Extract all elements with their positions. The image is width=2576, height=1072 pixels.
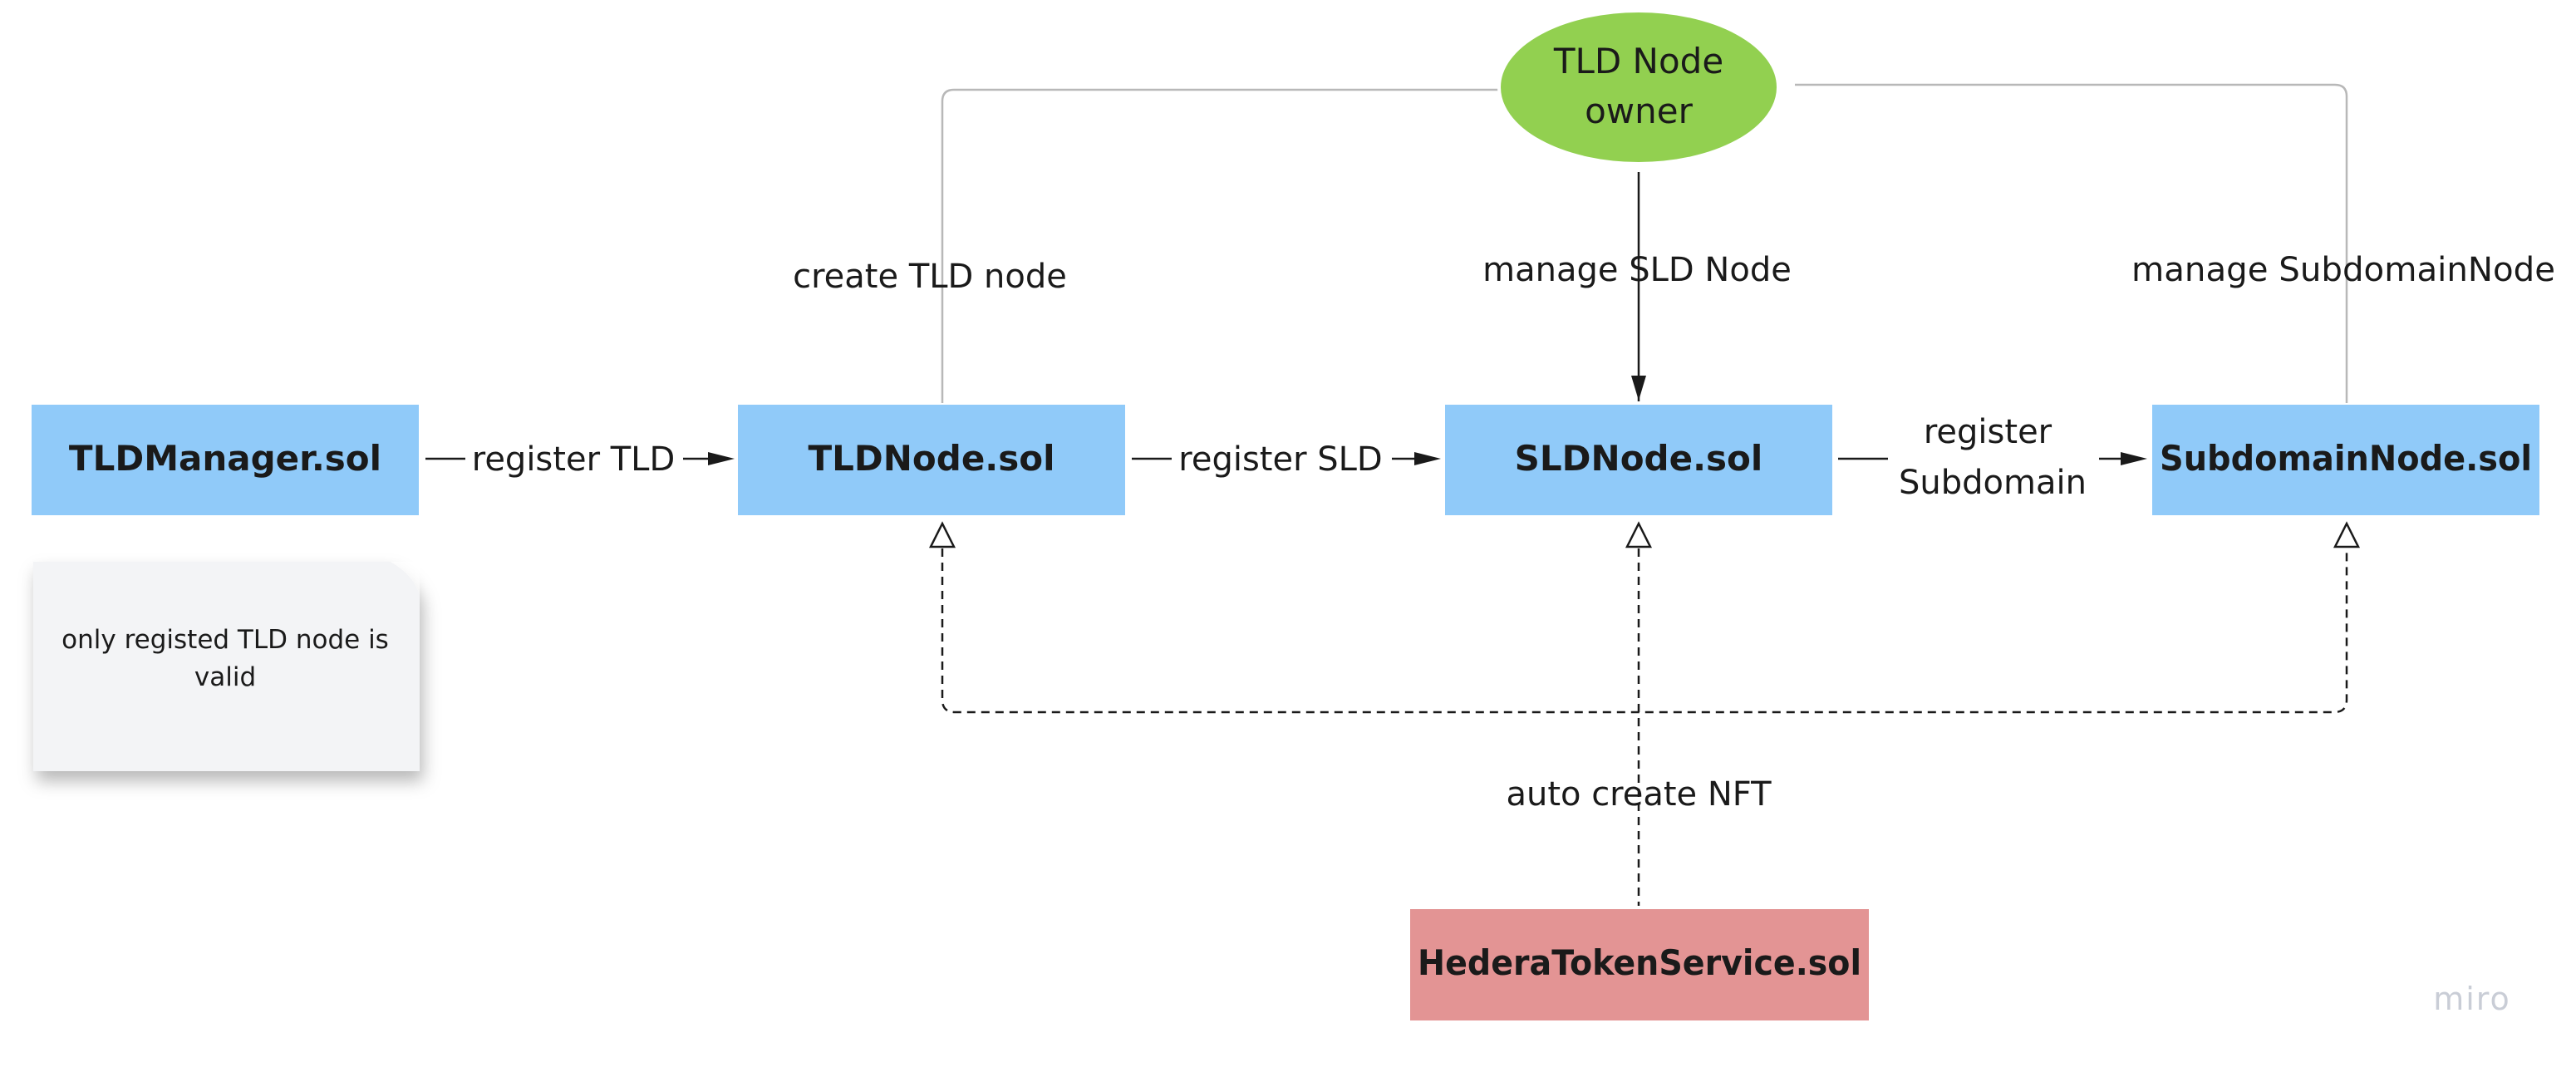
hedera-token-service-node[interactable]: HederaTokenService.sol	[1410, 909, 1869, 1020]
edge-label-auto-create-nft: auto create NFT	[1506, 775, 1772, 814]
edge-label-register-subdomain-line2: Subdomain	[1899, 464, 2087, 502]
edge-label-manage-sld-node: manage SLD Node	[1482, 251, 1792, 289]
inherit-arrowhead-sldnode	[1625, 521, 1653, 548]
edge-label-create-tld-node: create TLD node	[793, 258, 1067, 296]
inherit-arrowhead-subdomainnode	[2333, 521, 2361, 548]
arrowhead-register-subdomain	[2121, 452, 2147, 465]
arrowhead-owner-to-sldnode	[1631, 376, 1646, 401]
edge-label-register-sld: register SLD	[1178, 440, 1382, 479]
tldnode-node[interactable]: TLDNode.sol	[738, 405, 1125, 515]
edge-label-manage-subdomain-node: manage SubdomainNode	[2131, 251, 2555, 289]
arrowhead-register-tld	[708, 452, 735, 465]
connector-owner-to-tldnode	[941, 88, 1521, 403]
miro-logo: miro	[2433, 981, 2511, 1017]
arrowhead-register-sld	[1414, 452, 1441, 465]
sticky-note-line1: only registed TLD node is	[61, 625, 389, 655]
sldnode-label: SLDNode.sol	[1515, 438, 1763, 479]
hedera-token-service-label: HederaTokenService.sol	[1418, 942, 1861, 983]
sticky-note-line2: valid	[194, 662, 256, 692]
tldmanager-label: TLDManager.sol	[69, 438, 381, 479]
sticky-note[interactable]: only registed TLD node is valid	[33, 562, 420, 771]
subdomainnode-label: SubdomainNode.sol	[2160, 438, 2532, 479]
dashed-nft-bus	[941, 548, 2348, 714]
edge-label-register-subdomain-line1: register	[1924, 413, 2052, 451]
connector-owner-to-subdomainnode	[1795, 83, 2348, 403]
inherit-arrowhead-tldnode	[928, 521, 956, 548]
tldnode-label: TLDNode.sol	[808, 438, 1054, 479]
tldmanager-node[interactable]: TLDManager.sol	[32, 405, 419, 515]
owner-label-line2: owner	[1585, 91, 1694, 131]
edge-label-register-tld: register TLD	[472, 440, 676, 479]
owner-node[interactable]: TLD Node owner	[1497, 9, 1780, 165]
owner-label-line1: TLD Node	[1553, 41, 1723, 81]
subdomainnode-node[interactable]: SubdomainNode.sol	[2152, 405, 2539, 515]
sldnode-node[interactable]: SLDNode.sol	[1445, 405, 1832, 515]
